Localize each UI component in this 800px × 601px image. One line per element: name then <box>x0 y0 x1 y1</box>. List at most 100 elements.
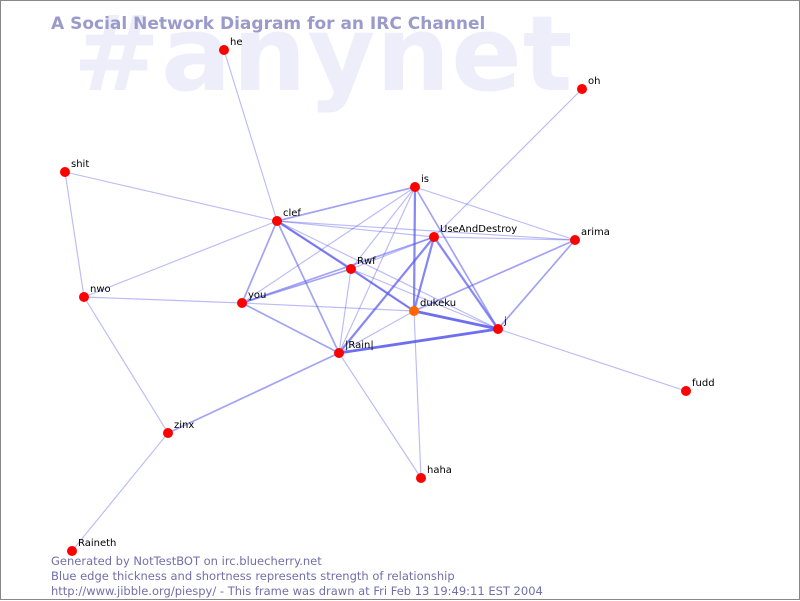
edge-useanddestroy-dukeku <box>412 236 436 312</box>
node-dot[interactable] <box>237 298 247 308</box>
edge-zinx-rain <box>167 352 340 434</box>
node-dot[interactable] <box>79 292 89 302</box>
node-j[interactable]: j <box>493 316 507 334</box>
node-label: UseAndDestroy <box>440 224 517 235</box>
node-dot[interactable] <box>334 348 344 358</box>
node-label: j <box>503 316 507 327</box>
node-label: is <box>421 174 429 185</box>
node-label: fudd <box>692 378 715 389</box>
node-label: oh <box>588 76 600 87</box>
edge-dukeku-rain <box>338 310 415 354</box>
edge-clef-rwf <box>276 220 352 270</box>
node-label: clef <box>283 208 301 219</box>
edge-you-rain <box>241 302 340 354</box>
edge-is-you <box>241 186 416 304</box>
node-is[interactable]: is <box>410 174 429 192</box>
node-clef[interactable]: clef <box>272 208 301 226</box>
channel-watermark: #anynet <box>73 0 574 115</box>
node-dot[interactable] <box>577 84 587 94</box>
node-haha[interactable]: haha <box>416 465 452 483</box>
node-label: arima <box>581 227 610 238</box>
node-dot[interactable] <box>429 232 439 242</box>
edge-nwo-clef <box>83 220 278 298</box>
edge-useanddestroy-you <box>241 236 435 304</box>
edge-rain-haha <box>338 352 422 479</box>
edge-dukeku-haha <box>413 310 422 479</box>
node-raineth[interactable]: Raineth <box>67 538 116 556</box>
edge-rwf-rain <box>338 268 352 354</box>
node-dot[interactable] <box>416 473 426 483</box>
node-dot[interactable] <box>493 324 503 334</box>
edge-he-clef <box>223 49 278 222</box>
node-dot[interactable] <box>410 182 420 192</box>
edge-is-arima <box>414 186 576 241</box>
node-oh[interactable]: oh <box>577 76 600 94</box>
edge-clef-j <box>276 220 499 330</box>
node-dot[interactable] <box>681 386 691 396</box>
edge-arima-j <box>497 239 576 330</box>
edge-dukeku-j <box>413 309 499 331</box>
node-he[interactable]: he <box>219 37 243 55</box>
edge-nwo-zinx <box>83 296 169 434</box>
node-label: |Rain| <box>345 340 374 351</box>
node-label: shit <box>71 159 89 170</box>
node-zinx[interactable]: zinx <box>163 420 194 438</box>
node-dot[interactable] <box>570 235 580 245</box>
edge-clef-is <box>276 186 416 222</box>
node-fudd[interactable]: fudd <box>681 378 715 396</box>
edge-you-dukeku <box>241 302 415 312</box>
node-rain[interactable]: |Rain| <box>334 340 374 358</box>
node-dot[interactable] <box>163 428 173 438</box>
edge-shit-nwo <box>64 171 85 298</box>
edge-j-rain <box>338 327 499 355</box>
edge-useanddestroy-arima <box>433 236 576 241</box>
node-label: nwo <box>90 284 111 295</box>
edge-is-j <box>414 186 499 330</box>
node-shit[interactable]: shit <box>60 159 89 177</box>
node-dot[interactable] <box>67 546 77 556</box>
diagram-title: A Social Network Diagram for an IRC Chan… <box>51 14 486 34</box>
node-label: Raineth <box>78 538 116 549</box>
edge-j-fudd <box>497 328 687 392</box>
footer-legend: Blue edge thickness and shortness repres… <box>51 569 455 583</box>
edge-arima-dukeku <box>413 239 576 312</box>
node-arima[interactable]: arima <box>570 227 610 245</box>
edge-useanddestroy-rwf <box>350 236 435 270</box>
edge-rwf-j <box>350 268 499 330</box>
edge-rwf-you <box>241 268 352 304</box>
node-dot[interactable] <box>60 167 70 177</box>
edge-is-dukeku <box>412 186 417 312</box>
node-label: zinx <box>174 420 194 431</box>
node-dot[interactable] <box>409 306 419 316</box>
node-label: you <box>248 290 266 301</box>
edge-clef-you <box>241 220 278 304</box>
node-label: he <box>230 37 243 48</box>
footer-generated-by: Generated by NotTestBOT on irc.bluecherr… <box>51 554 322 568</box>
node-dot[interactable] <box>272 216 282 226</box>
footer-url-timestamp[interactable]: http://www.jibble.org/piespy/ - This fra… <box>51 584 543 598</box>
node-nwo[interactable]: nwo <box>79 284 111 302</box>
edge-nwo-you <box>83 296 243 304</box>
footer: Generated by NotTestBOT on irc.bluecherr… <box>51 554 543 599</box>
node-label: haha <box>427 465 452 476</box>
edge-clef-arima <box>276 220 576 241</box>
node-dot[interactable] <box>219 45 229 55</box>
node-you[interactable]: you <box>237 290 266 308</box>
node-label: Rwf <box>357 256 376 267</box>
edge-is-rwf <box>350 186 416 270</box>
node-rwf[interactable]: Rwf <box>346 256 376 274</box>
edge-is-rain <box>338 186 416 354</box>
node-label: dukeku <box>420 298 456 309</box>
edge-useanddestroy-rain <box>338 236 435 354</box>
node-dot[interactable] <box>346 264 356 274</box>
edge-useanddestroy-j <box>433 236 499 330</box>
edge-oh-useanddestroy <box>433 88 583 238</box>
edge-rwf-dukeku <box>350 268 415 312</box>
node-dukeku[interactable]: dukeku <box>409 298 456 316</box>
edge-zinx-raineth <box>71 432 169 552</box>
edge-clef-useanddestroy <box>276 220 435 238</box>
edge-shit-clef <box>64 171 278 222</box>
node-useanddestroy[interactable]: UseAndDestroy <box>429 224 517 242</box>
